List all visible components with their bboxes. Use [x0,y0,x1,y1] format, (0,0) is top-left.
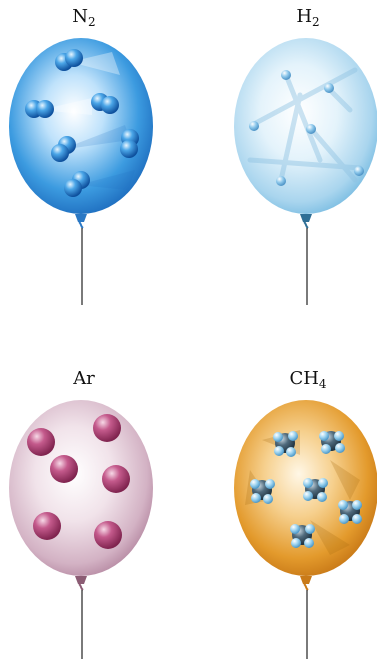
ch4-molecule [338,500,362,524]
ch4-molecule [290,524,315,548]
balloon-ar-knot [75,576,87,584]
balloon-ar-body [9,400,153,576]
n2-molecule [120,129,139,158]
balloon-h2 [234,38,377,305]
balloon-ar [9,400,153,659]
balloon-ch4 [234,400,377,659]
balloon-ch4-knot [300,576,312,584]
balloon-h2-knot [300,214,312,222]
balloon-n2 [9,38,153,305]
balloon-n2-knot [75,214,87,222]
ch4-molecule [303,478,328,502]
n2-molecule [25,100,54,118]
